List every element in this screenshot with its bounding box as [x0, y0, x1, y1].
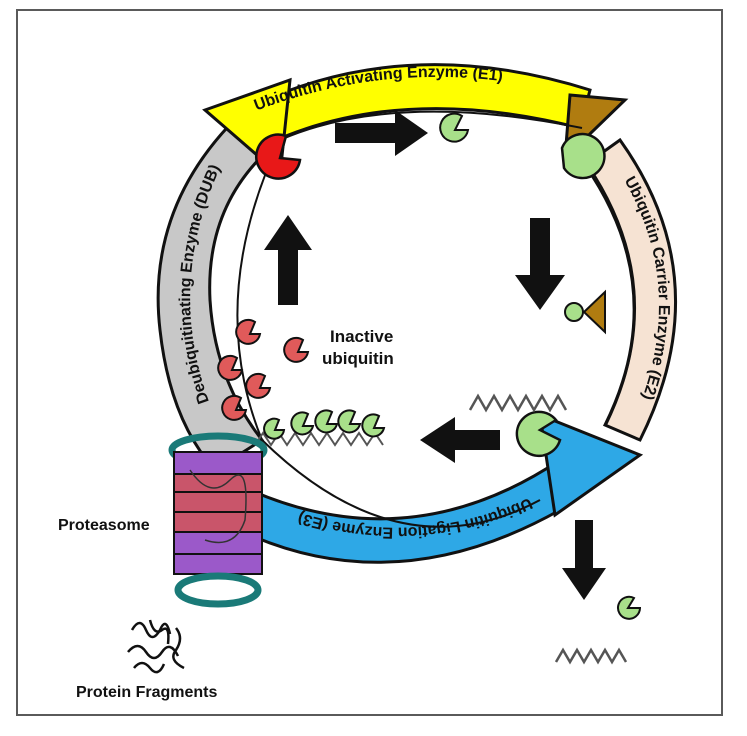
ubiquitin-green-e2 [564, 302, 584, 322]
arrow-up-left [264, 215, 312, 305]
arrow-down-right [515, 218, 565, 310]
protein-fragments-squiggles [127, 619, 185, 674]
arrow-down-bottom-right [562, 520, 606, 600]
e2-loaded-triangle [582, 289, 606, 335]
arrow-right-top [335, 110, 428, 156]
ubiquitin-green-released [617, 595, 642, 620]
polyubiquitin-chain [254, 409, 386, 447]
proteasome [168, 432, 268, 608]
inactive-ubiquitin-label-2: ubiquitin [322, 349, 394, 368]
inactive-ubiquitin-label-1: Inactive [330, 327, 393, 346]
substrate-wave-free [554, 647, 628, 665]
proteasome-bottom-ring [174, 572, 262, 608]
e2-band [582, 137, 677, 442]
protein-fragments-label: Protein Fragments [76, 684, 217, 701]
ubiquitin-red [255, 133, 302, 180]
ubiquitin-green-e1 [560, 132, 606, 180]
substrate-wave-e3 [468, 393, 568, 413]
ubiquitin-green-e3 [515, 410, 562, 458]
proteasome-label: Proteasome [58, 517, 150, 534]
arrow-left-bottom [420, 417, 500, 463]
e3-arrowhead [538, 412, 644, 518]
inner-ring [236, 110, 636, 528]
ubiquitin-green-small [439, 112, 470, 143]
inactive-ubiquitin-cluster [217, 318, 310, 421]
